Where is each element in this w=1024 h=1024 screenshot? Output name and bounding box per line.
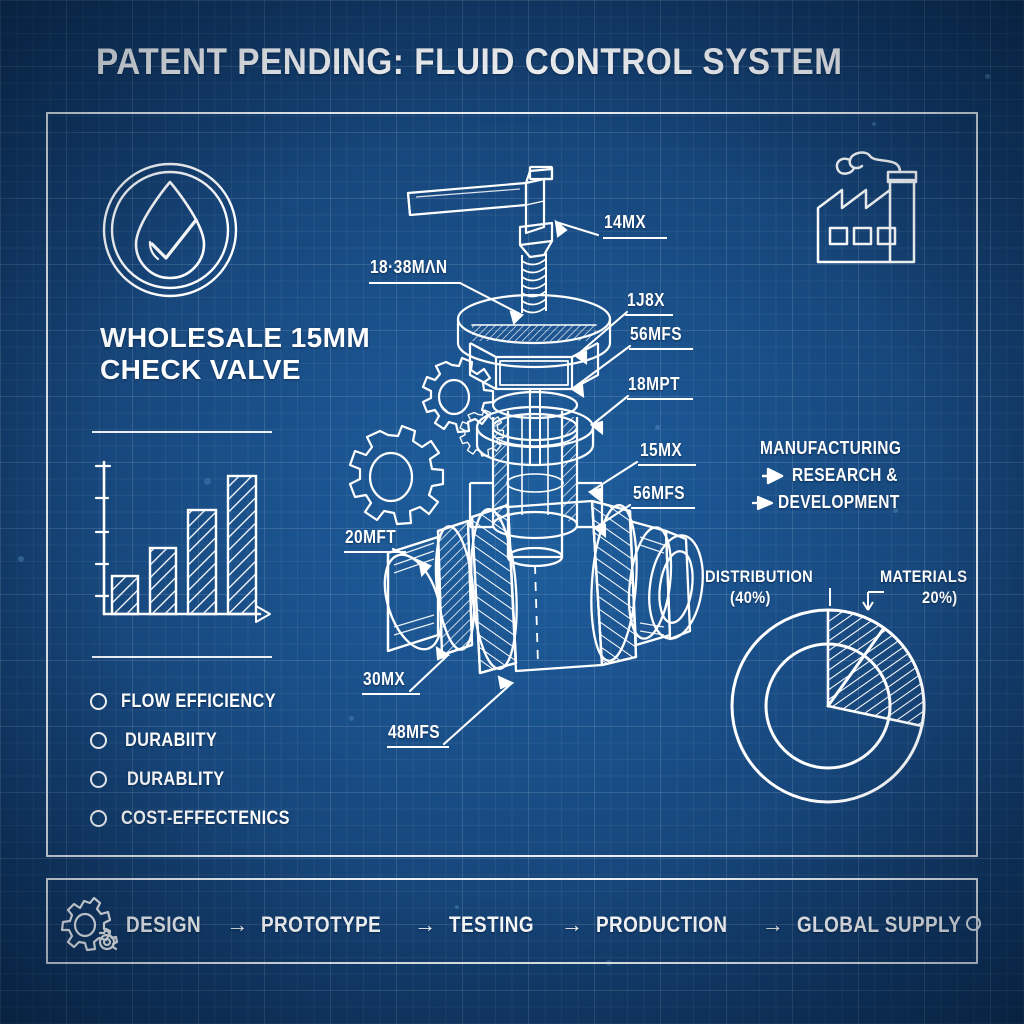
manufacturing-item-label: DEVELOPMENT bbox=[778, 492, 900, 512]
process-step-global-supply: GLOBAL SUPPLY bbox=[796, 912, 962, 937]
callout-underline bbox=[638, 464, 696, 466]
arrow-right-icon bbox=[752, 495, 774, 510]
process-step-testing: TESTING bbox=[449, 912, 535, 937]
callout-underline bbox=[625, 314, 673, 316]
callout-30mx: 30MX bbox=[363, 669, 406, 689]
callout-underline bbox=[369, 282, 461, 284]
manufacturing-item: DEVELOPMENT bbox=[750, 492, 924, 513]
process-arrow-icon: → bbox=[414, 912, 437, 937]
process-arrow-icon: → bbox=[226, 912, 249, 937]
callout-15mx: 15MX bbox=[640, 440, 683, 460]
process-step-prototype: PROTOTYPE bbox=[261, 912, 382, 937]
pie-label-distribution: DISTRIBUTION bbox=[705, 567, 814, 586]
callout-underline bbox=[362, 693, 420, 695]
callout-underline bbox=[629, 348, 693, 350]
process-arrow-icon: → bbox=[561, 912, 583, 937]
callout-underline bbox=[627, 398, 693, 400]
callout-underline bbox=[631, 507, 695, 509]
callout-56mfs-upper: 56MFS bbox=[630, 324, 683, 344]
manufacturing-item-label: RESEARCH & bbox=[792, 465, 898, 485]
process-end-circle-icon bbox=[966, 916, 981, 931]
donut-chart bbox=[708, 588, 968, 818]
callout-underline bbox=[603, 237, 667, 239]
gears-icon bbox=[60, 896, 122, 953]
manufacturing-block: MANUFACTURING RESEARCH & DEVELOPMENT bbox=[752, 438, 924, 513]
process-arrow-icon: → bbox=[761, 912, 784, 937]
callout-48mfs: 48MFS bbox=[388, 722, 441, 742]
callout-underline bbox=[344, 551, 406, 553]
arrow-right-icon bbox=[762, 467, 784, 484]
factory-icon bbox=[812, 142, 932, 272]
manufacturing-heading: MANUFACTURING bbox=[760, 438, 902, 458]
callout-56mfs-lower: 56MFS bbox=[633, 483, 686, 503]
callout-1838mn: 18·38MΛN bbox=[370, 257, 448, 277]
pie-label-materials: MATERIALS bbox=[880, 567, 968, 586]
process-step-design: DESIGN bbox=[126, 912, 202, 937]
callout-20mft: 20MFT bbox=[345, 527, 397, 547]
manufacturing-item: RESEARCH & bbox=[760, 465, 924, 486]
callout-14mx: 14MX bbox=[604, 212, 647, 232]
callout-underline bbox=[387, 746, 449, 748]
process-step-production: PRODUCTION bbox=[596, 912, 728, 937]
callout-1j8x: 1J8X bbox=[627, 290, 665, 310]
process-steps: DESIGN → PROTOTYPE → TESTING → PRODUCTIO… bbox=[126, 912, 988, 938]
callout-18mpt: 18MPT bbox=[628, 374, 681, 394]
